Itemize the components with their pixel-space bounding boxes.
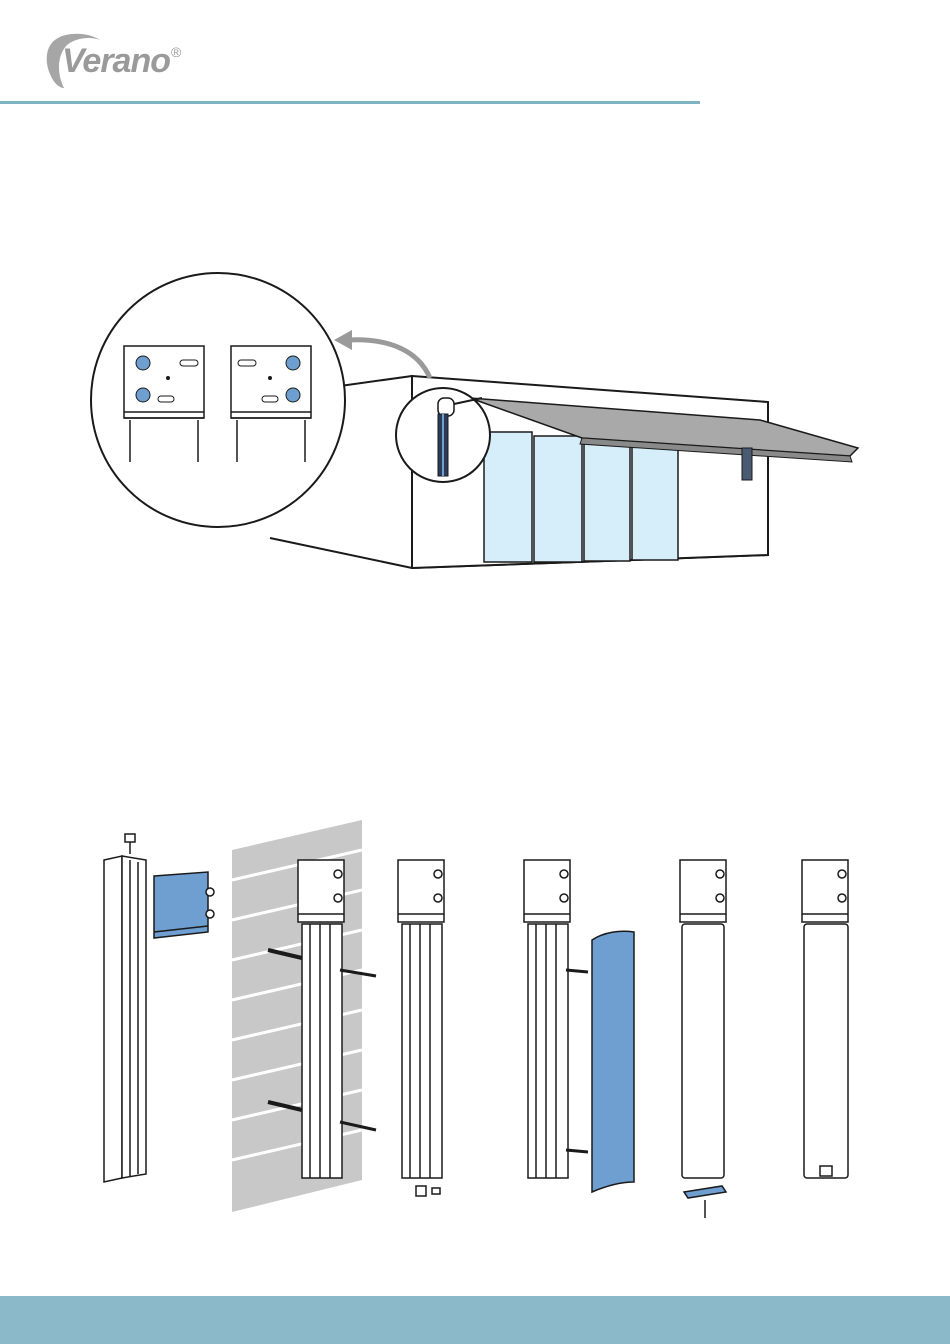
curved-arrow-icon — [348, 340, 430, 378]
step-cover — [524, 860, 634, 1192]
awning-overview-illustration — [0, 0, 950, 620]
step-finished — [802, 860, 848, 1178]
step-end-cap — [398, 860, 444, 1196]
installation-steps-illustration — [0, 820, 950, 1280]
footer-band — [0, 1296, 950, 1344]
step-profile-bracket — [104, 834, 214, 1182]
step-bottom-cap — [680, 860, 726, 1218]
